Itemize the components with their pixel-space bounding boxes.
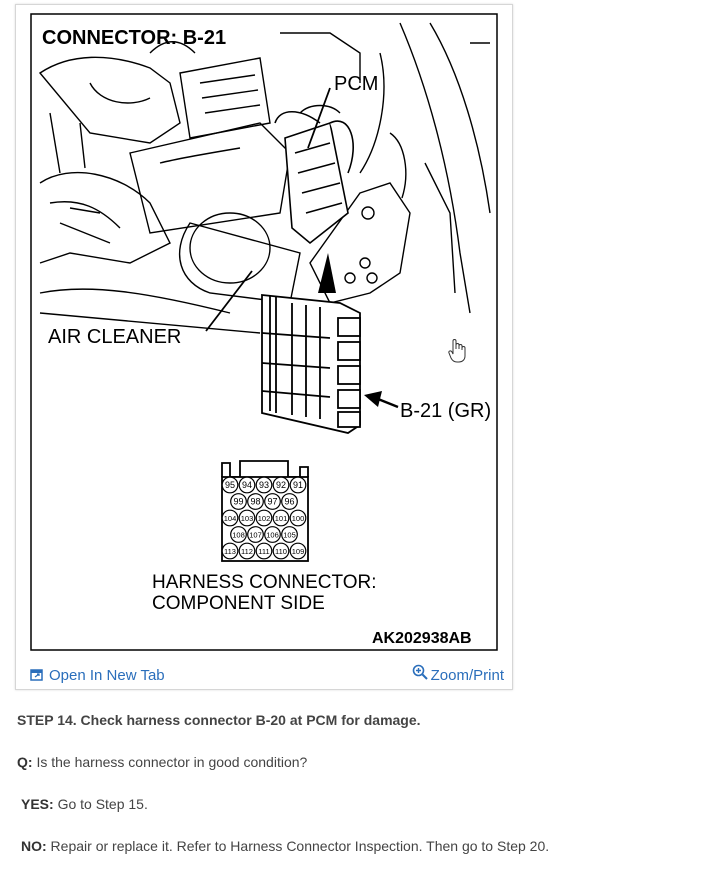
pin-circle xyxy=(289,476,307,494)
b21-connector-art xyxy=(261,294,361,434)
open-in-new-tab-label: Open In New Tab xyxy=(49,666,165,684)
harness-caption-line1: HARNESS CONNECTOR: xyxy=(152,572,377,593)
pin-number: 100 xyxy=(292,514,305,523)
pin-circle xyxy=(272,509,290,527)
zoom-print-link[interactable]: Zoom/Print xyxy=(412,664,504,685)
pcm-leader-line xyxy=(307,87,331,149)
pin-circle xyxy=(238,509,256,527)
air-cleaner-leader-line xyxy=(205,270,253,332)
pin-number: 110 xyxy=(275,547,287,556)
zoom-in-icon xyxy=(412,664,428,680)
question-label: Q: xyxy=(17,754,33,770)
pin-circle xyxy=(221,509,239,527)
pcm-label: PCM xyxy=(334,73,378,95)
pin-number: 104 xyxy=(224,514,237,523)
pin-circle xyxy=(272,542,290,560)
connector-diagram-svg: 95 94 93 92 91 99 98 97 96 104 103 102 101 100 108 107 1… xyxy=(30,13,498,651)
pin-number: 107 xyxy=(249,531,262,540)
yes-text: Go to Step 15. xyxy=(53,796,148,812)
pin-circle xyxy=(255,542,273,560)
pin-number: 103 xyxy=(241,514,254,523)
pin-number: 112 xyxy=(241,547,253,556)
pin-circle xyxy=(289,542,307,560)
pin-circle xyxy=(255,509,273,527)
pin-number: 99 xyxy=(233,497,243,507)
figure-card: 95 94 93 92 91 99 98 97 96 104 103 102 101 100 108 107 1… xyxy=(15,4,513,690)
pin-circle xyxy=(255,476,273,494)
harness-caption-line2: COMPONENT SIDE xyxy=(152,593,325,614)
pcm-connector-art xyxy=(274,110,354,245)
pin-circle xyxy=(247,526,264,543)
pin-number: 94 xyxy=(242,480,252,490)
figure-code: AK202938AB xyxy=(372,630,472,647)
pin-number: 111 xyxy=(258,547,269,556)
pin-number: 106 xyxy=(266,531,279,540)
pin-number: 93 xyxy=(259,480,269,490)
pin-circle xyxy=(230,526,247,543)
yes-line: YES: Go to Step 15. xyxy=(21,795,148,813)
pin-circle xyxy=(281,526,298,543)
zoom-print-label: Zoom/Print xyxy=(430,666,504,684)
connector-title: CONNECTOR: B-21 xyxy=(42,27,226,49)
pin-circle xyxy=(238,476,256,494)
pin-circle xyxy=(247,493,264,510)
yes-label: YES: xyxy=(21,796,54,812)
pin-number: 105 xyxy=(283,531,296,540)
pin-circle xyxy=(230,493,247,510)
pin-circle xyxy=(221,542,239,560)
pin-circle xyxy=(238,542,256,560)
pin-number: 96 xyxy=(284,497,294,507)
pin-number: 102 xyxy=(258,514,271,523)
pin-circle xyxy=(221,476,239,494)
step-heading: STEP 14. Check harness connector B-20 at… xyxy=(17,712,421,728)
no-line: NO: Repair or replace it. Refer to Harne… xyxy=(21,837,549,855)
pin-number: 97 xyxy=(267,497,277,507)
pin-number: 91 xyxy=(293,480,303,490)
connector-id-label: B-21 (GR) xyxy=(400,400,491,422)
pin-circle xyxy=(281,493,298,510)
pin-number: 98 xyxy=(250,497,260,507)
no-text: Repair or replace it. Refer to Harness C… xyxy=(46,838,550,854)
pin-circle xyxy=(264,493,281,510)
open-in-new-tab-link[interactable]: Open In New Tab xyxy=(30,665,165,685)
arrow-left-icon xyxy=(364,391,382,407)
engine-line-art xyxy=(38,22,491,334)
open-new-tab-icon xyxy=(30,669,43,681)
air-cleaner-label: AIR CLEANER xyxy=(48,326,181,348)
pin-circle xyxy=(272,476,290,494)
pin-circle xyxy=(264,526,281,543)
arrow-up-icon xyxy=(318,253,336,293)
pin-number: 95 xyxy=(225,480,235,490)
question-text: Is the harness connector in good conditi… xyxy=(32,754,308,770)
harness-connector-face: 95 94 93 92 91 99 98 97 96 104 103 102 101 100 108 107 1… xyxy=(221,460,309,562)
pin-number: 92 xyxy=(276,480,286,490)
pin-circle xyxy=(289,509,307,527)
pin-number: 113 xyxy=(224,547,236,556)
pin-number: 109 xyxy=(292,547,305,556)
question-line: Q: Is the harness connector in good cond… xyxy=(17,753,307,771)
pin-grid: 95 94 93 92 91 99 98 97 96 104 103 102 101 100 108 107 1… xyxy=(221,476,307,560)
no-label: NO: xyxy=(21,838,47,854)
pin-number: 101 xyxy=(275,514,288,523)
hand-cursor-icon xyxy=(448,339,466,363)
connector-diagram[interactable]: 95 94 93 92 91 99 98 97 96 104 103 102 101 100 108 107 1… xyxy=(30,13,498,653)
pin-number: 108 xyxy=(232,531,245,540)
